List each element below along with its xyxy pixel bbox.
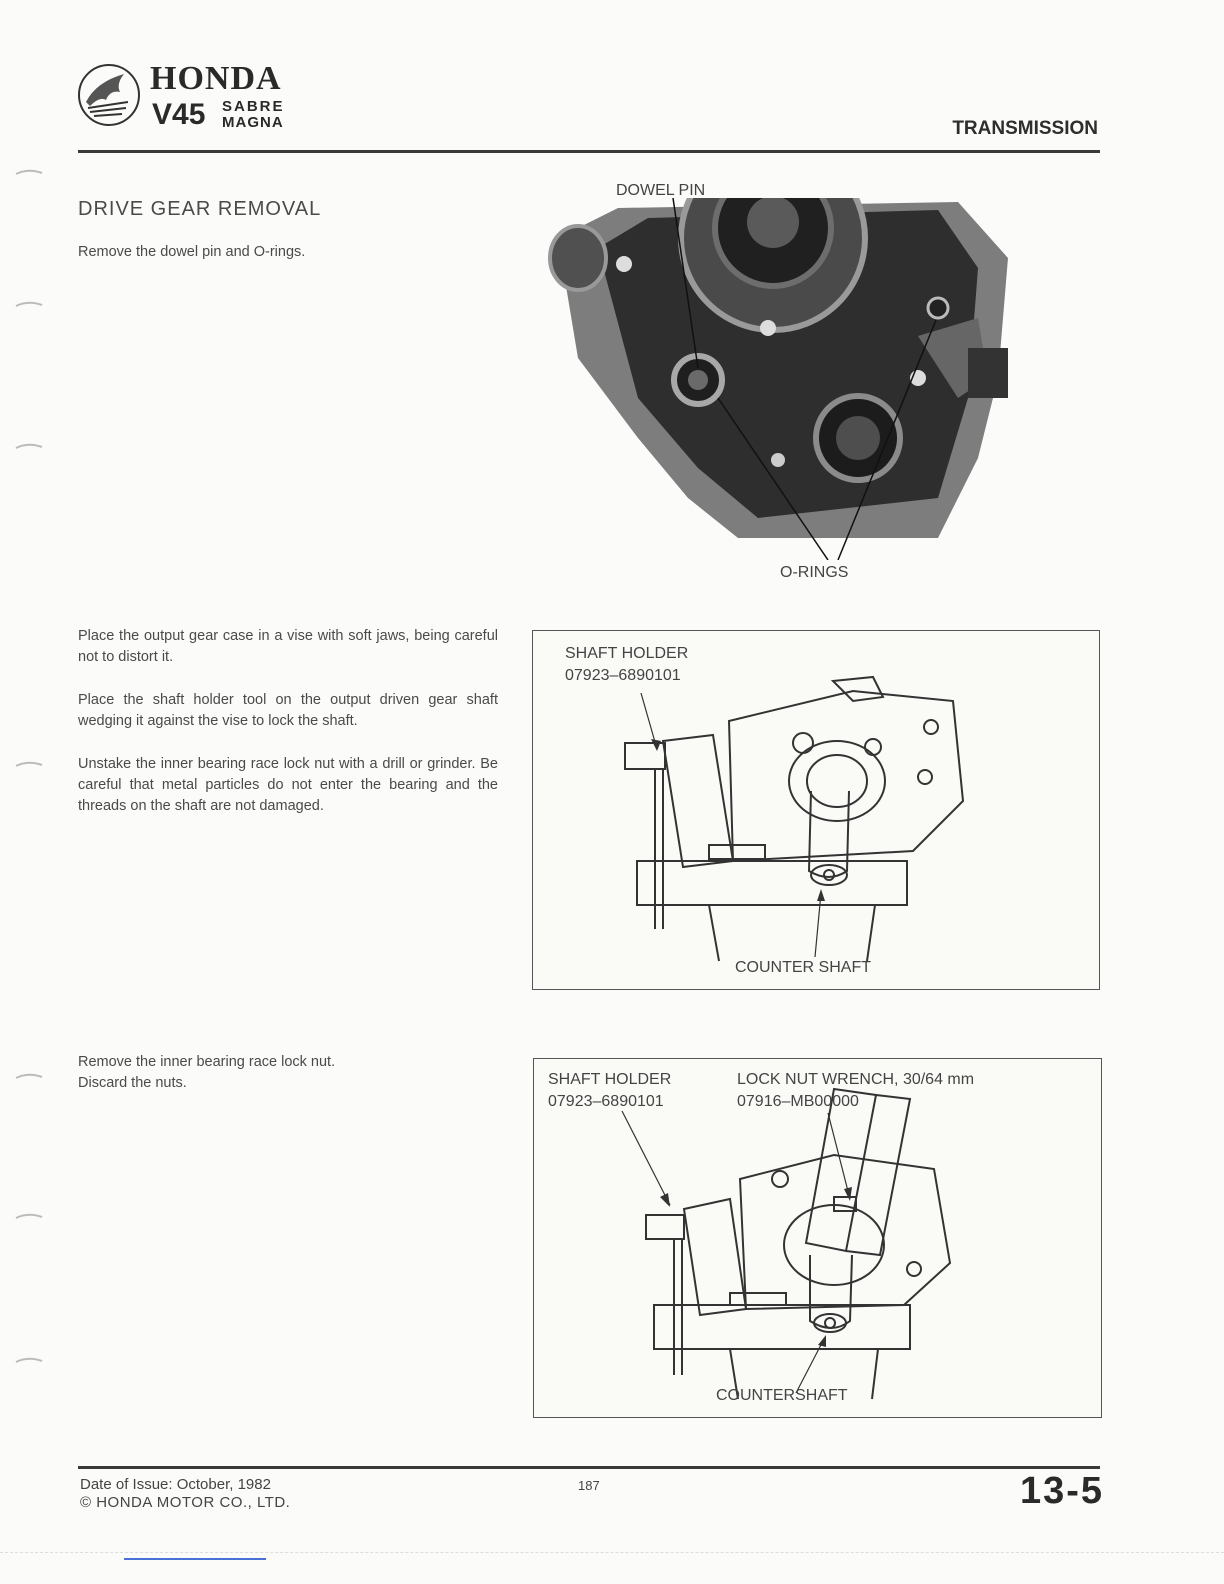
scan-edge: [0, 1552, 1224, 1554]
brand-name: HONDA: [150, 60, 282, 97]
step-remove-dowel: Remove the dowel pin and O-rings.: [78, 244, 306, 260]
figure-lock-nut-wrench: SHAFT HOLDER 07923–6890101 LOCK NUT WREN…: [533, 1058, 1102, 1418]
punch-mark: [15, 1073, 43, 1079]
punch-mark: [15, 761, 43, 767]
step-place-shaft-holder: Place the shaft holder tool on the outpu…: [78, 692, 498, 729]
shaft-holder-label: SHAFT HOLDER: [548, 1071, 672, 1088]
variant-magna: MAGNA: [222, 114, 284, 131]
lock-nut-wrench-label: LOCK NUT WRENCH, 30/64 mm: [737, 1071, 975, 1088]
step-remove-lock-nut-line2: Discard the nuts.: [78, 1075, 187, 1091]
punch-mark: [15, 169, 43, 175]
dowel-pin-label: DOWEL PIN: [616, 182, 706, 199]
lock-nut-wrench-illustration: [621, 1087, 952, 1400]
copyright: © HONDA MOTOR CO., LTD.: [80, 1494, 291, 1511]
lock-nut-wrench-number: 07916–MB00000: [737, 1093, 859, 1110]
o-rings-label: O-RINGS: [780, 564, 849, 581]
page-heading: DRIVE GEAR REMOVAL: [78, 198, 322, 220]
shaft-holder-label: SHAFT HOLDER: [565, 645, 689, 662]
gear-case-photo: [538, 198, 1100, 560]
honda-wing-logo-icon: [78, 64, 140, 126]
punch-mark: [15, 301, 43, 307]
variant-sabre: SABRE: [222, 98, 285, 115]
scan-link-underline: [124, 1558, 266, 1560]
header-divider: [78, 150, 1100, 153]
model-name: V45: [152, 98, 206, 131]
step-remove-lock-nut-line1: Remove the inner bearing race lock nut.: [78, 1054, 336, 1070]
shaft-holder-illustration: [624, 675, 965, 962]
punch-mark: [15, 1357, 43, 1363]
punch-mark: [15, 443, 43, 449]
counter-shaft-label: COUNTER SHAFT: [735, 959, 871, 976]
step-unstake-lock-nut: Unstake the inner bearing race lock nut …: [78, 756, 498, 814]
punch-mark: [15, 1213, 43, 1219]
countershaft-label: COUNTERSHAFT: [716, 1387, 848, 1404]
step-remove-lock-nut: Remove the inner bearing race lock nut. …: [78, 1052, 498, 1094]
footer-divider: [78, 1466, 1100, 1469]
figure-shaft-holder: SHAFT HOLDER 07923–6890101 COUNTER SHAFT: [532, 630, 1100, 990]
shaft-holder-number: 07923–6890101: [565, 667, 681, 684]
page-number: 187: [578, 1478, 600, 1493]
shaft-holder-number: 07923–6890101: [548, 1093, 664, 1110]
issue-date: Date of Issue: October, 1982: [80, 1476, 271, 1493]
section-title: TRANSMISSION: [952, 118, 1098, 139]
section-page-code: 13-5: [1019, 1470, 1104, 1512]
step-place-vise: Place the output gear case in a vise wit…: [78, 628, 498, 665]
